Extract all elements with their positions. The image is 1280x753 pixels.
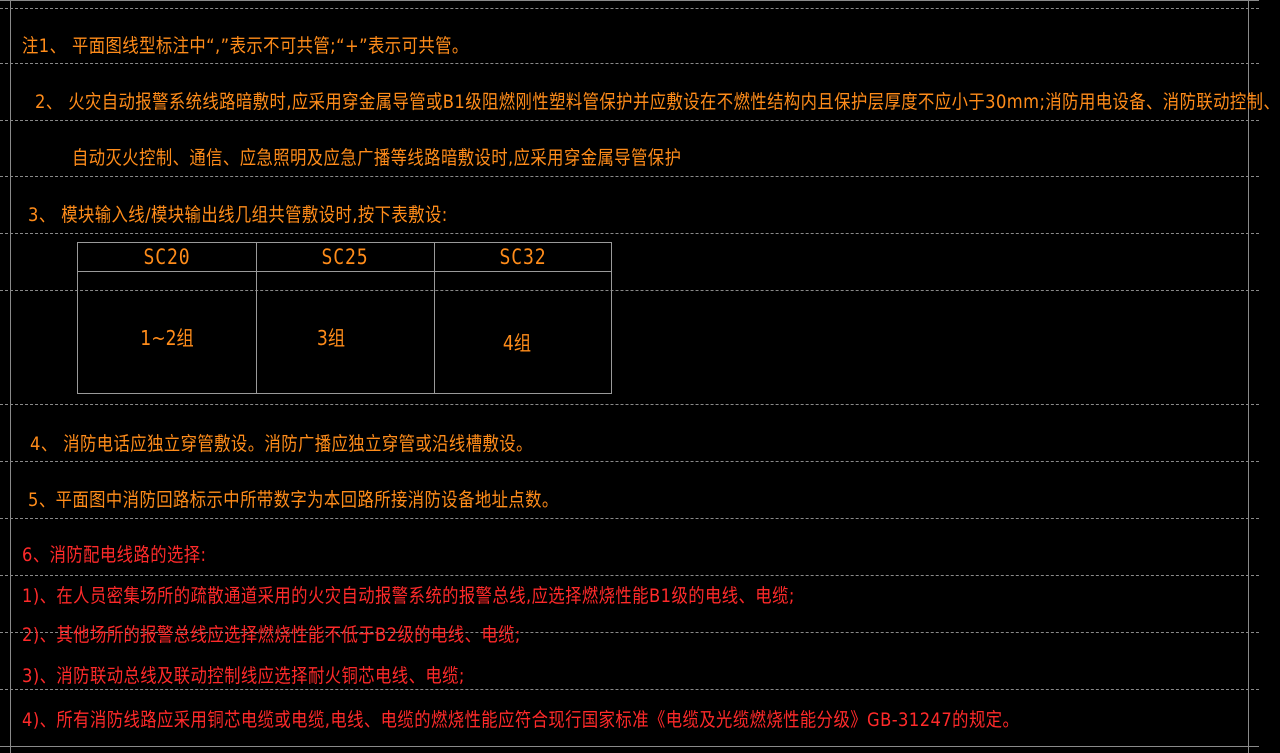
note-6-item-2: 2)、其他场所的报警总线应选择燃烧性能不低于B2级的电线、电缆; — [22, 624, 521, 646]
row-separator — [0, 233, 1259, 234]
note-3: 3、 模块输入线/模块输出线几组共管敷设时,按下表敷设: — [28, 204, 448, 226]
table-header-divider — [78, 271, 611, 272]
row-separator — [0, 575, 1259, 576]
row-separator — [0, 63, 1259, 64]
row-separator — [0, 518, 1259, 519]
note-6-title: 6、消防配电线路的选择: — [22, 544, 207, 566]
note-4: 4、 消防电话应独立穿管敷设。消防广播应独立穿管或沿线槽敷设。 — [30, 433, 533, 455]
table-cell-sc20: 1~2组 — [140, 326, 194, 350]
table-header-sc25: SC25 — [321, 245, 369, 269]
row-separator — [0, 176, 1259, 177]
frame-right-edge — [1248, 0, 1249, 753]
row-separator — [0, 8, 1259, 9]
row-separator — [0, 461, 1259, 462]
row-separator — [0, 632, 1259, 633]
note-6-item-3: 3)、消防联动总线及联动控制线应选择耐火铜芯电线、电缆; — [22, 665, 465, 687]
table-column-divider — [256, 243, 257, 393]
table-column-divider — [434, 243, 435, 393]
frame-bottom-edge — [0, 746, 1259, 747]
frame-left-edge — [10, 0, 11, 753]
note-1: 注1、 平面图线型标注中“,”表示不可共管;“+”表示可共管。 — [22, 35, 469, 57]
table-cell-sc32: 4组 — [502, 331, 532, 355]
table-header-sc20: SC20 — [143, 245, 191, 269]
frame-top-edge — [0, 0, 1259, 1]
note-5: 5、平面图中消防回路标示中所带数字为本回路所接消防设备地址点数。 — [28, 489, 559, 511]
note-6-item-1: 1)、在人员密集场所的疏散通道采用的火灾自动报警系统的报警总线,应选择燃烧性能B… — [22, 585, 795, 607]
table-header-sc32: SC32 — [499, 245, 547, 269]
note-2-line-1: 2、 火灾自动报警系统线路暗敷时,应采用穿金属导管或B1级阻燃刚性塑料管保护并应… — [35, 91, 1280, 113]
row-separator — [0, 404, 1259, 405]
conduit-grouping-table: SC20 SC25 SC32 1~2组 3组 4组 — [77, 242, 612, 394]
table-cell-sc25: 3组 — [316, 326, 346, 350]
note-6-item-4: 4)、所有消防线路应采用铜芯电缆或电缆,电线、电缆的燃烧性能应符合现行国家标准《… — [22, 709, 1020, 731]
row-separator — [0, 120, 1259, 121]
row-separator — [0, 290, 1259, 291]
row-separator — [0, 689, 1259, 690]
note-2-line-2: 自动灭火控制、通信、应急照明及应急广播等线路暗敷设时,应采用穿金属导管保护 — [72, 147, 682, 169]
